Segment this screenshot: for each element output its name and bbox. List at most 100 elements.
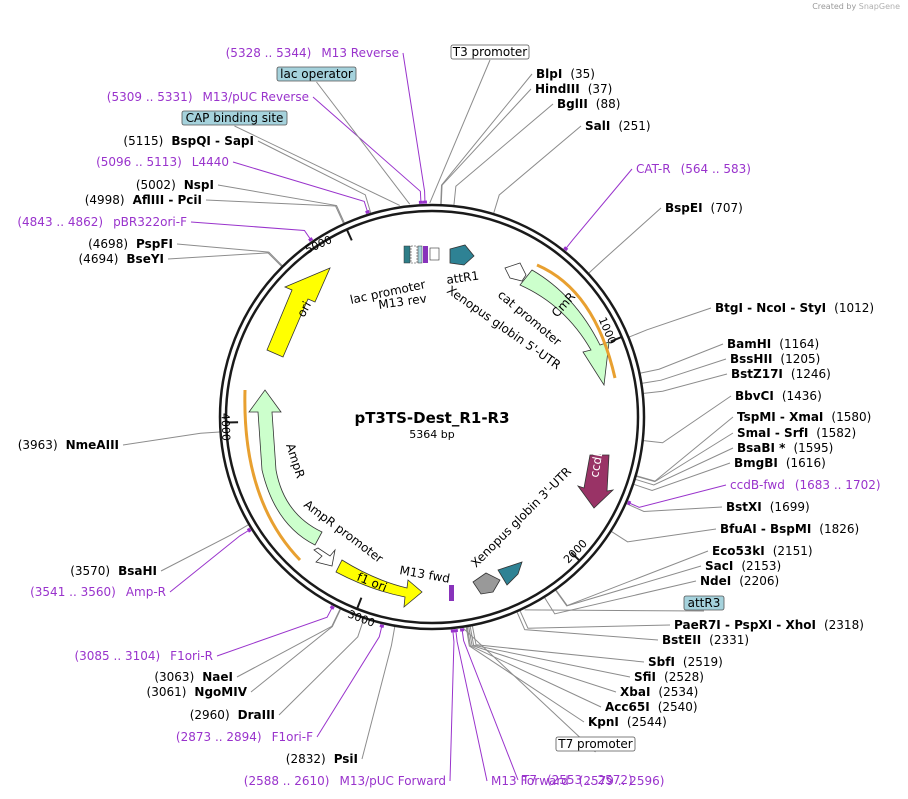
primer-binding-mark — [365, 209, 370, 214]
enzyme-site-blpi[interactable]: BlpI(35) — [536, 67, 595, 81]
enzyme-site-kpni[interactable]: KpnI(2544) — [588, 715, 667, 729]
enzyme-name: BlpI — [536, 67, 562, 81]
primer-f1ori-r[interactable]: (3085 .. 3104)F1ori-R — [74, 649, 213, 663]
ampr-orf-track — [243, 389, 302, 562]
feature-box-lac-operator[interactable] — [276, 66, 357, 82]
enzyme-site-bstz17i[interactable]: BstZ17I(1246) — [731, 367, 831, 381]
enzyme-site-nmeaiii[interactable]: (3963)NmeAIII — [18, 438, 119, 452]
enzyme-site-acc65i[interactable]: Acc65I(2540) — [605, 700, 698, 714]
enzyme-name: BspEI — [665, 201, 703, 215]
enzyme-leader-line — [626, 503, 723, 512]
t3-promoter-feature[interactable] — [429, 247, 440, 261]
enzyme-site-bfuai-bspmi[interactable]: BfuAI - BspMI(1826) — [720, 522, 859, 536]
enzyme-name: SbfI — [648, 655, 675, 669]
primer-leader-line — [628, 484, 727, 508]
primer-t7[interactable]: T7(2553 .. 2572) — [521, 773, 633, 787]
enzyme-site-smai-srfi[interactable]: SmaI - SrfI(1582) — [737, 426, 856, 440]
lac-operator-feature[interactable] — [417, 245, 423, 264]
primer-binding-mark — [308, 237, 314, 242]
ampr-label: AmpR — [283, 442, 307, 480]
attr3-feature-arrow[interactable] — [497, 561, 523, 586]
enzyme-site-draiii[interactable]: (2960)DraIII — [190, 708, 275, 722]
primer-pbr322ori-f[interactable]: (4843 .. 4862)pBR322ori-F — [17, 215, 187, 229]
enzyme-site-xbai[interactable]: XbaI(2534) — [620, 685, 698, 699]
enzyme-name: BstEII — [662, 633, 701, 647]
enzyme-site-bbvci[interactable]: BbvCI(1436) — [735, 389, 822, 403]
enzyme-site-bglii[interactable]: BglII(88) — [557, 97, 620, 111]
feature-box-attr3[interactable] — [683, 595, 725, 611]
enzyme-site-sfii[interactable]: SfiI(2528) — [634, 670, 704, 684]
enzyme-leader-line — [361, 626, 396, 760]
feature-box-cap-binding-site[interactable] — [181, 110, 288, 126]
enzyme-site-hindiii[interactable]: HindIII(37) — [535, 82, 612, 96]
enzyme-site-bstxi[interactable]: BstXI(1699) — [726, 500, 810, 514]
enzyme-name: BglII — [557, 97, 588, 111]
enzyme-site-naei[interactable]: (3063)NaeI — [154, 670, 233, 684]
enzyme-site-afliii-pcii[interactable]: (4998)AflIII - PciI — [85, 193, 202, 207]
enzyme-site-psii[interactable]: (2832)PsiI — [286, 752, 358, 766]
enzyme-site-paer7i-pspxi-xhoi[interactable]: PaeR7I - PspXI - XhoI(2318) — [674, 618, 864, 632]
ccdb-feature-arrow[interactable] — [576, 454, 615, 509]
f1-ori-feature-arrow[interactable] — [335, 559, 423, 608]
enzyme-site-bmgbi[interactable]: BmgBI(1616) — [734, 456, 826, 470]
snapgene-logo: SnapGene — [858, 2, 900, 11]
attr1-feature-arrow[interactable] — [449, 244, 475, 266]
enzyme-site-bsteii[interactable]: BstEII(2331) — [662, 633, 749, 647]
cat-promoter-arrow[interactable] — [504, 262, 527, 282]
primer-name: T7 — [521, 773, 537, 787]
enzyme-site-ngomiv[interactable]: (3061)NgoMIV — [147, 685, 248, 699]
enzyme-leader-line — [643, 373, 728, 394]
enzyme-site-bsahi[interactable]: (3570)BsaHI — [70, 564, 157, 578]
feature-box-t7-promoter[interactable] — [555, 736, 636, 752]
enzyme-site-btgi-ncoi-styi[interactable]: BtgI - NcoI - StyI(1012) — [715, 301, 874, 315]
primer-binding-mark — [379, 624, 385, 628]
enzyme-site-nspi[interactable]: (5002)NspI — [136, 178, 214, 192]
primer-f1ori-f[interactable]: (2873 .. 2894)F1ori-F — [176, 730, 313, 744]
enzyme-name: BspQI - SapI — [171, 134, 254, 148]
cmr-feature-arrow[interactable] — [519, 269, 610, 387]
xenopus-3-utr-arrow[interactable] — [472, 572, 501, 595]
enzyme-site-bspei[interactable]: BspEI(707) — [665, 201, 743, 215]
m13-fwd-feature[interactable] — [449, 585, 454, 601]
primer-ccdb-fwd[interactable]: ccdB-fwd(1683 .. 1702) — [730, 478, 881, 492]
enzyme-leader-line — [440, 88, 532, 205]
enzyme-site-ndei[interactable]: NdeI(2206) — [700, 574, 779, 588]
enzyme-site-bsshii[interactable]: BssHII(1205) — [730, 352, 820, 366]
enzyme-site-pspfi[interactable]: (4698)PspFI — [88, 237, 173, 251]
ampr-promoter-arrow[interactable] — [313, 547, 336, 567]
enzyme-site-bseyi[interactable]: (4694)BseYI — [79, 252, 165, 266]
primer-m13-puc-forward[interactable]: (2588 .. 2610)M13/pUC Forward — [244, 774, 446, 788]
enzyme-site-saci[interactable]: SacI(2153) — [705, 559, 781, 573]
ampr-feature-arrow[interactable] — [248, 389, 323, 546]
feature-box-t3-promoter[interactable] — [450, 44, 530, 60]
primer-range: (2588 .. 2610) — [244, 774, 330, 788]
ori-feature-arrow[interactable] — [266, 267, 331, 358]
primer-m13-reverse[interactable]: (5328 .. 5344)M13 Reverse — [226, 46, 399, 60]
cap-binding-site-feature[interactable] — [403, 245, 411, 264]
enzyme-site-bspqi-sapi[interactable]: (5115)BspQI - SapI — [123, 134, 254, 148]
enzyme-name: BbvCI — [735, 389, 774, 403]
primer-amp-r[interactable]: (3541 .. 3560)Amp-R — [30, 585, 166, 599]
primer-m13-puc-reverse[interactable]: (5309 .. 5331)M13/pUC Reverse — [107, 90, 309, 104]
enzyme-site-tspmi-xmai[interactable]: TspMI - XmaI(1580) — [737, 410, 871, 424]
primer-leader-line — [216, 607, 333, 657]
primer-m13-forward[interactable]: M13 Forward(2579 .. 2596) — [491, 774, 664, 788]
enzyme-position: (4698) — [88, 237, 128, 251]
enzyme-position: (2832) — [286, 752, 326, 766]
enzyme-site-bsabi[interactable]: BsaBI *(1595) — [737, 441, 833, 455]
enzyme-name: SacI — [705, 559, 733, 573]
primer-name: M13/pUC Reverse — [203, 90, 310, 104]
lac-promoter-feature[interactable] — [410, 245, 418, 264]
primer-leader-line — [312, 96, 422, 203]
enzyme-site-sali[interactable]: SalI(251) — [585, 119, 651, 133]
enzyme-site-eco53ki[interactable]: Eco53kI(2151) — [712, 544, 813, 558]
enzyme-name: DraIII — [238, 708, 275, 722]
enzyme-site-sbfi[interactable]: SbfI(2519) — [648, 655, 723, 669]
enzyme-leader-line — [167, 252, 282, 267]
primer-cat-r[interactable]: CAT-R(564 .. 583) — [636, 162, 751, 176]
m13-rev-feature[interactable] — [423, 246, 428, 263]
primer-l4440[interactable]: (5096 .. 5113)L4440 — [96, 155, 229, 169]
enzyme-site-bamhi[interactable]: BamHI(1164) — [727, 337, 819, 351]
primer-range: (3085 .. 3104) — [74, 649, 160, 663]
